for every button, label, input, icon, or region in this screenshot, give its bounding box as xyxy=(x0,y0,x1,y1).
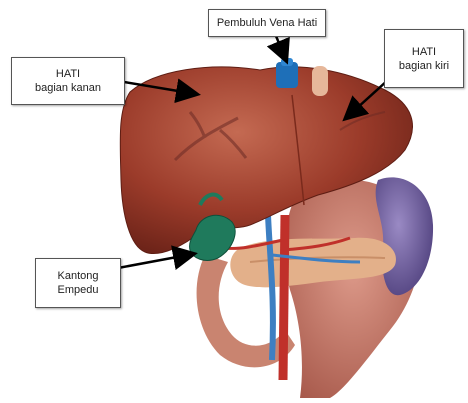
label-liver-right-line2: bagian kanan xyxy=(12,81,124,95)
arrow-gallbladder xyxy=(118,254,193,268)
aorta xyxy=(283,215,285,380)
arrow-hepatic-vein xyxy=(276,36,286,60)
label-liver-left-line1: HATI xyxy=(385,45,463,59)
label-hepatic-vein-line1: Pembuluh Vena Hati xyxy=(209,16,325,30)
label-liver-left: HATI bagian kiri xyxy=(384,29,464,88)
label-hepatic-vein: Pembuluh Vena Hati xyxy=(208,9,326,37)
portal-vein xyxy=(268,215,273,360)
label-gallbladder: Kantong Empedu xyxy=(35,258,121,308)
label-liver-right-line1: HATI xyxy=(12,67,124,81)
label-gallbladder-line1: Kantong xyxy=(36,269,120,283)
vena-cava-segment xyxy=(312,66,328,96)
spleen-shape xyxy=(376,177,433,295)
label-gallbladder-line2: Empedu xyxy=(36,283,120,297)
label-liver-left-line2: bagian kiri xyxy=(385,59,463,73)
label-liver-right: HATI bagian kanan xyxy=(11,57,125,105)
